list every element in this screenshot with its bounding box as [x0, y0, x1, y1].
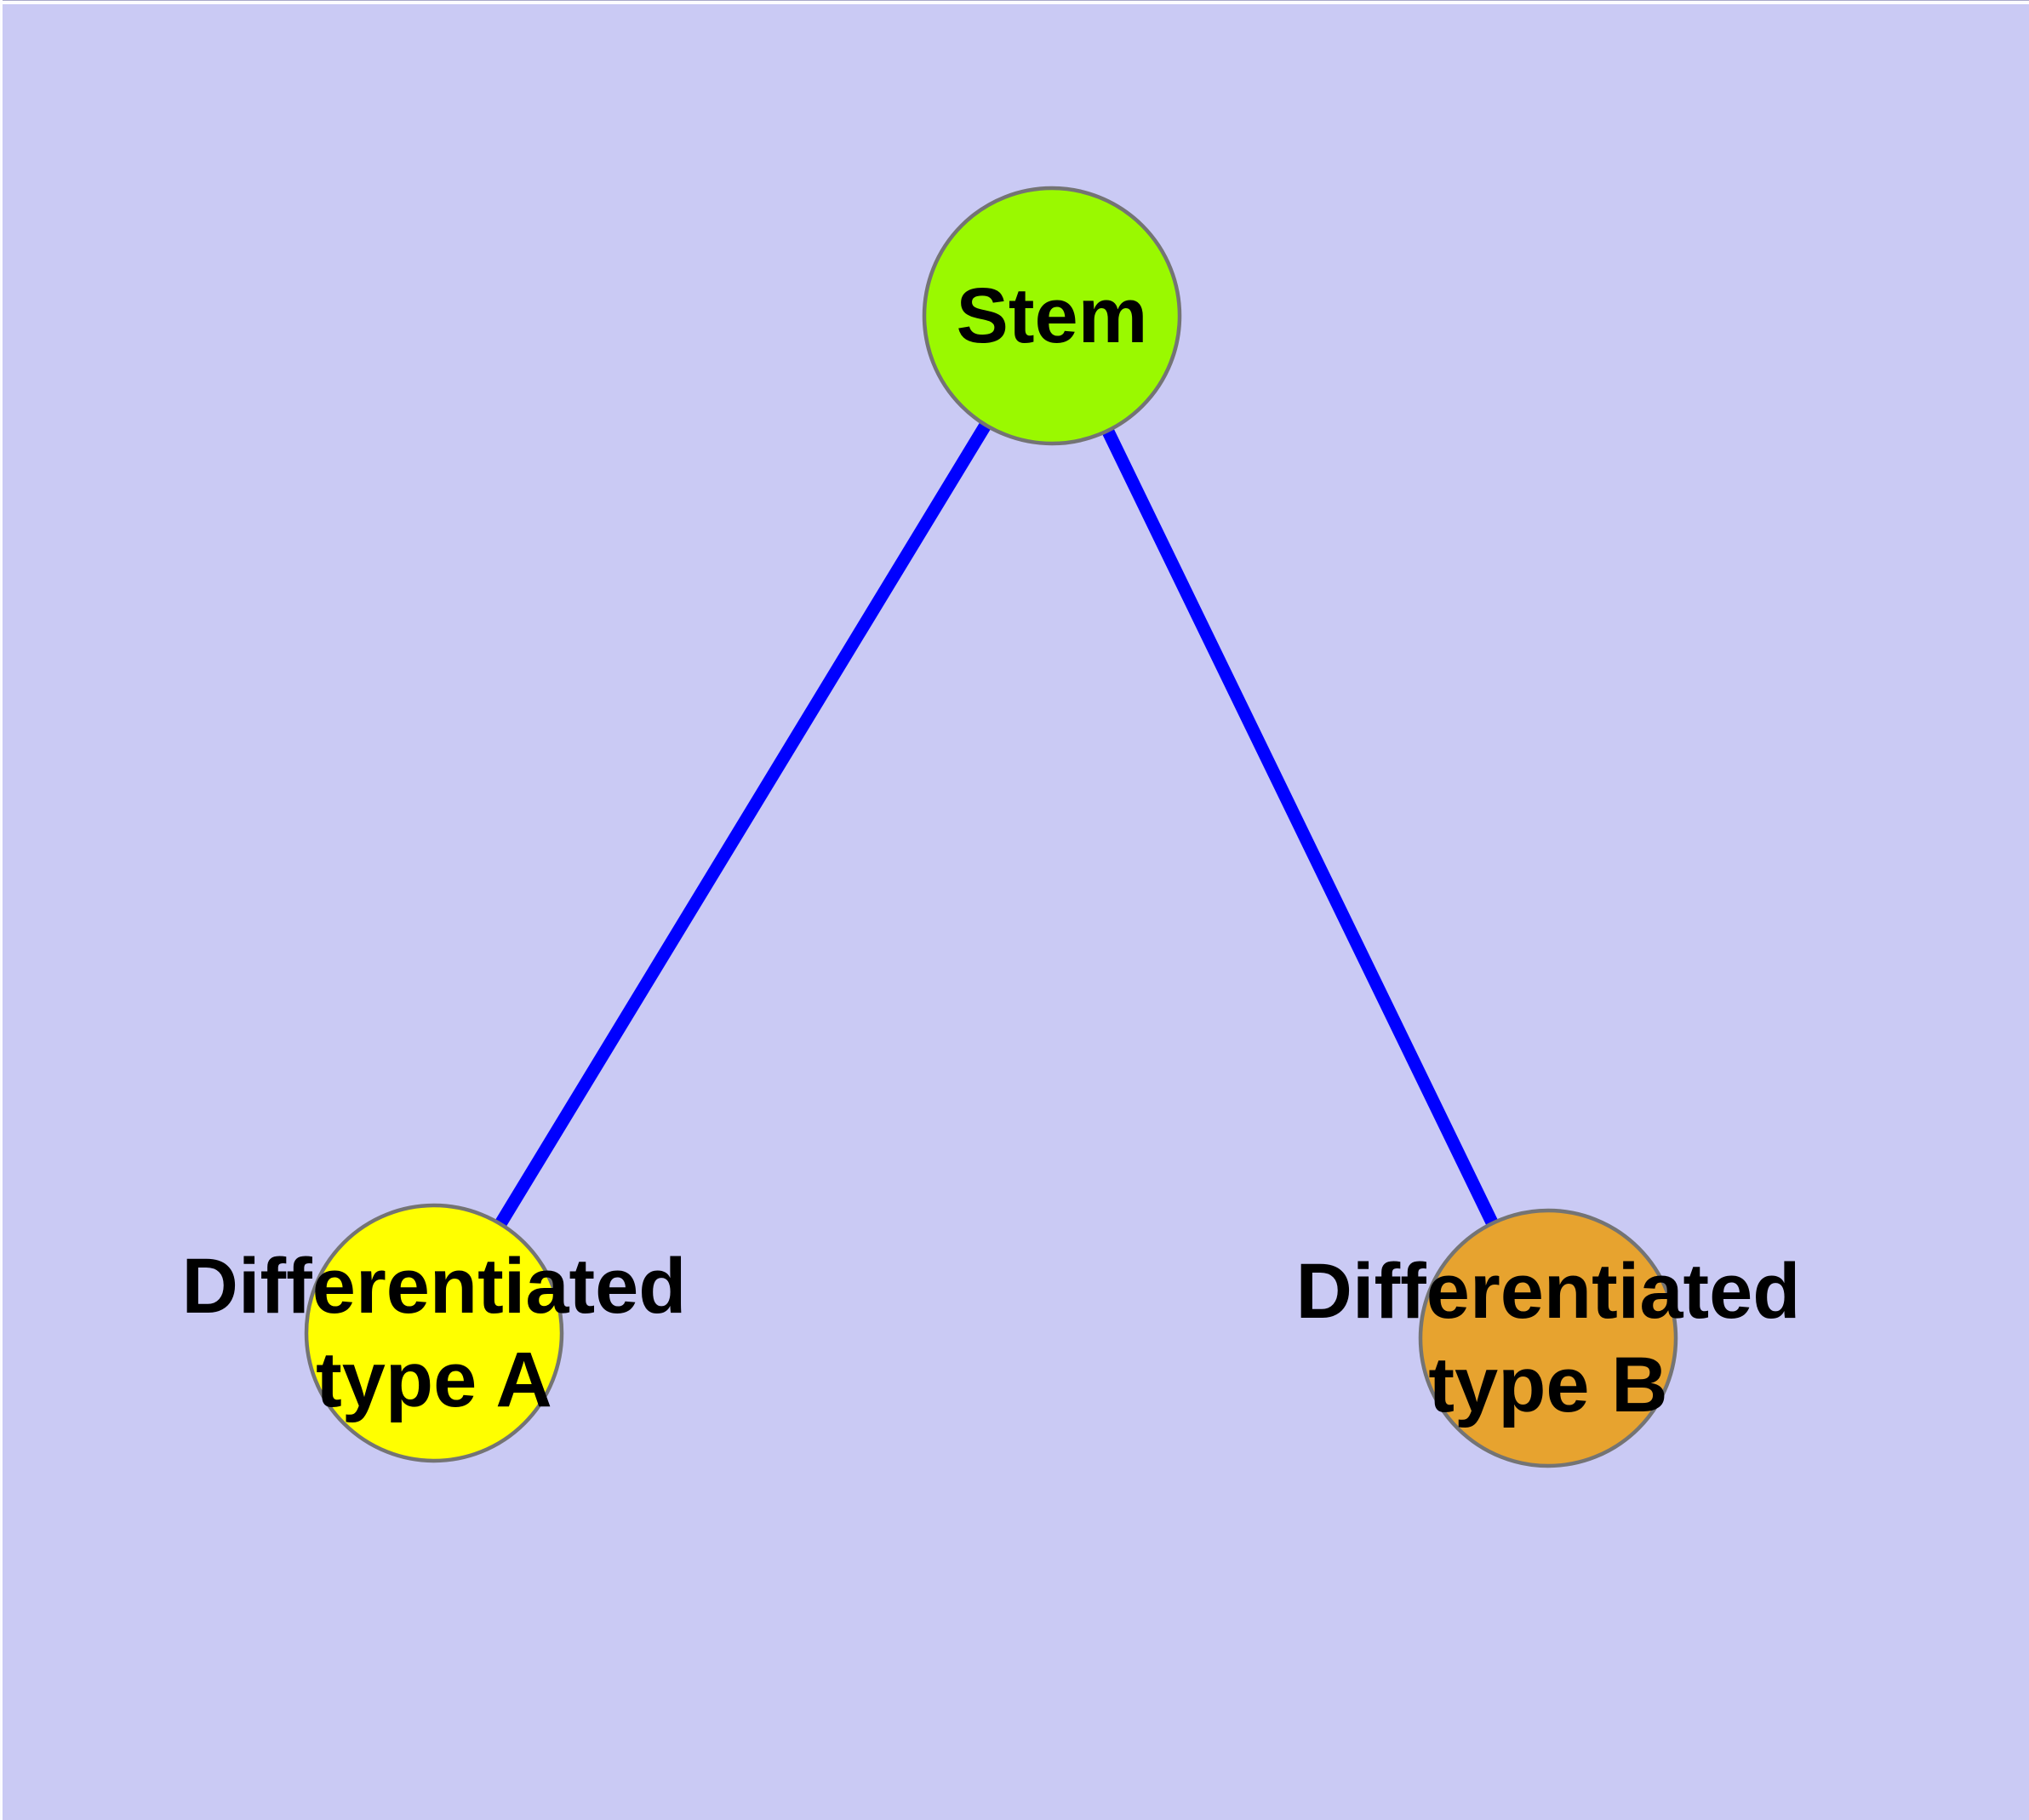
edge-stem-to-type-b	[1046, 312, 1554, 1342]
node-stem-circle	[922, 186, 1182, 446]
screenshot-top-edge-artifact	[0, 0, 2029, 4]
screenshot-left-edge-artifact	[0, 0, 3, 1820]
edge-stem-to-type-a	[428, 312, 1058, 1336]
node-type-b-circle	[1418, 1208, 1678, 1468]
node-type-a-circle	[304, 1203, 564, 1463]
